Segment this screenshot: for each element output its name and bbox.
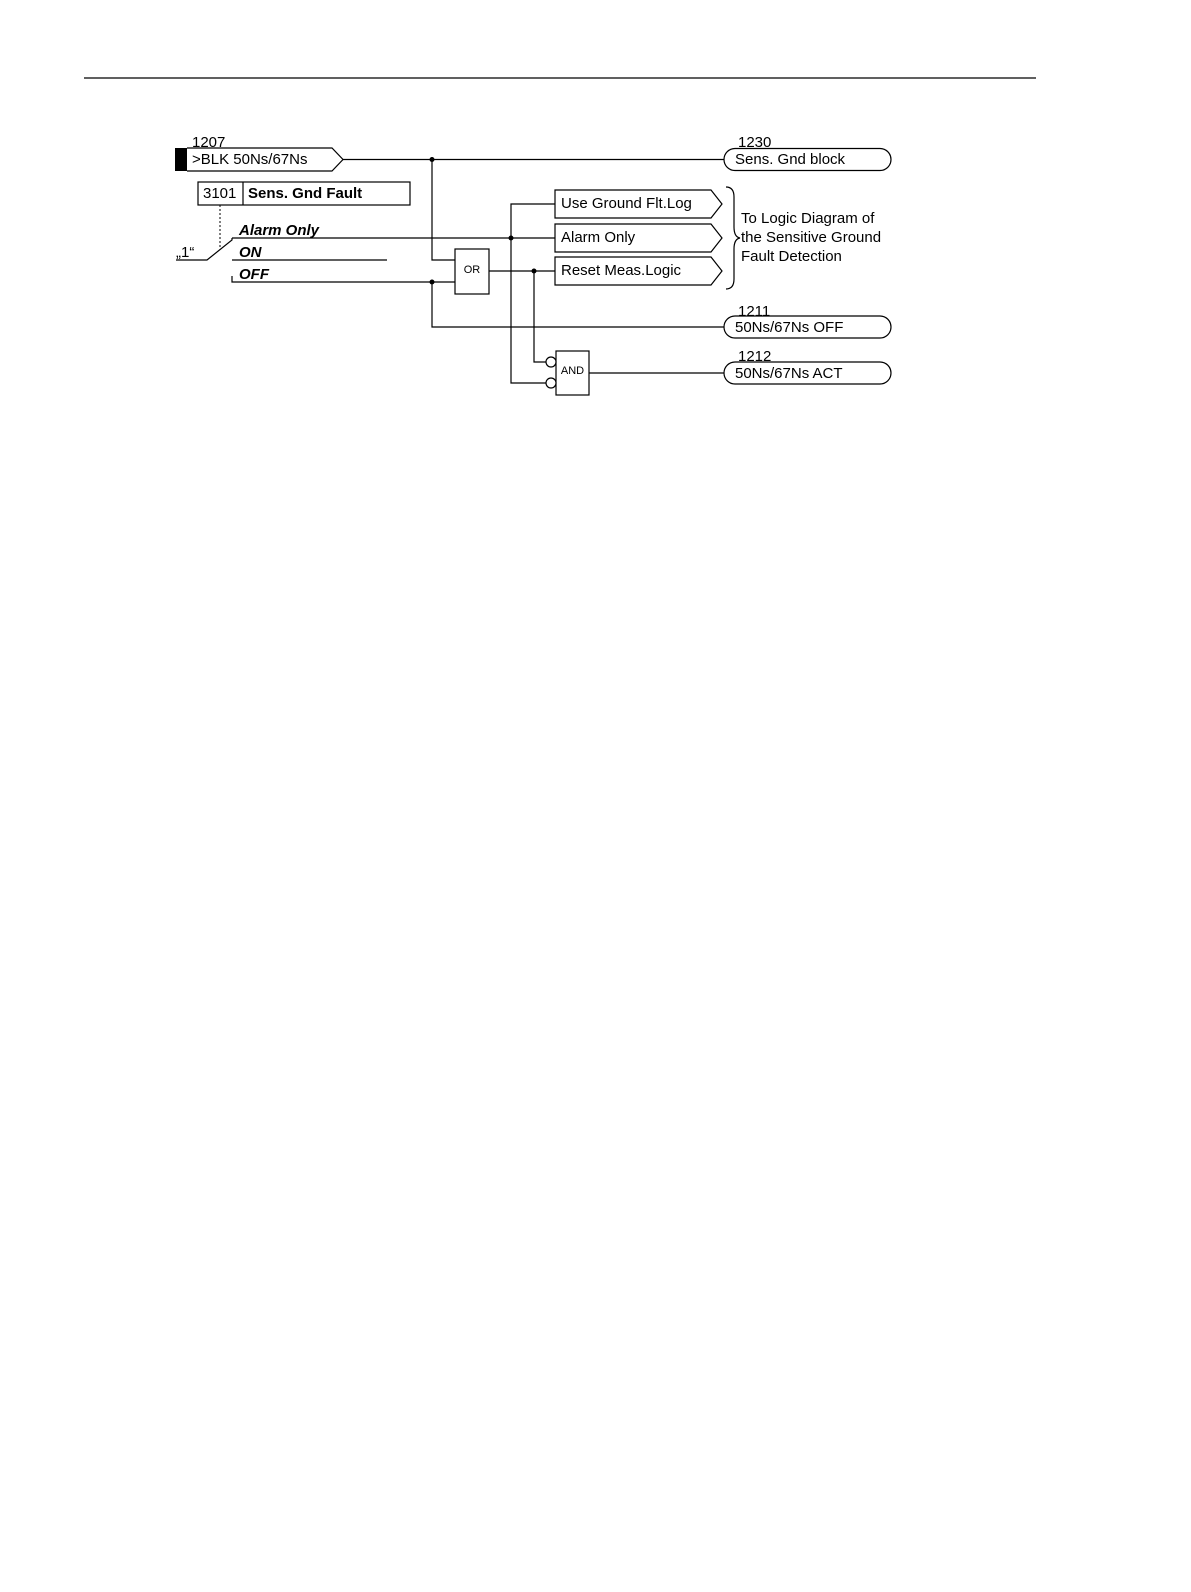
input-label: >BLK 50Ns/67Ns xyxy=(192,151,307,168)
and-gate-label: AND xyxy=(561,365,584,377)
brace xyxy=(726,187,740,289)
switch-option-on: ON xyxy=(239,244,263,261)
input-marker xyxy=(175,148,187,171)
and-negation-2 xyxy=(546,378,556,388)
switch-default-label: „1“ xyxy=(176,244,194,261)
or-to-and-line xyxy=(534,271,546,362)
signal-alarm-only-label: Alarm Only xyxy=(561,229,636,246)
alarm-only-bus xyxy=(511,204,555,383)
signal-reset-meas-logic-label: Reset Meas.Logic xyxy=(561,262,682,279)
switch-option-alarm-only: Alarm Only xyxy=(238,222,320,239)
parameter-address: 3101 xyxy=(203,185,236,202)
note-line-2: the Sensitive Ground xyxy=(741,229,881,246)
parameter-name: Sens. Gnd Fault xyxy=(248,185,362,202)
switch-option-off: OFF xyxy=(239,266,270,283)
and-negation-1 xyxy=(546,357,556,367)
note-line-3: Fault Detection xyxy=(741,248,842,265)
output-1230-label: Sens. Gnd block xyxy=(735,151,846,168)
signal-use-ground-flt-log-label: Use Ground Flt.Log xyxy=(561,195,692,212)
or-gate-label: OR xyxy=(464,264,481,276)
output-1212-label: 50Ns/67Ns ACT xyxy=(735,365,843,382)
note-line-1: To Logic Diagram of xyxy=(741,210,875,227)
output-1211-label: 50Ns/67Ns OFF xyxy=(735,319,843,336)
or-input-block xyxy=(432,160,455,261)
